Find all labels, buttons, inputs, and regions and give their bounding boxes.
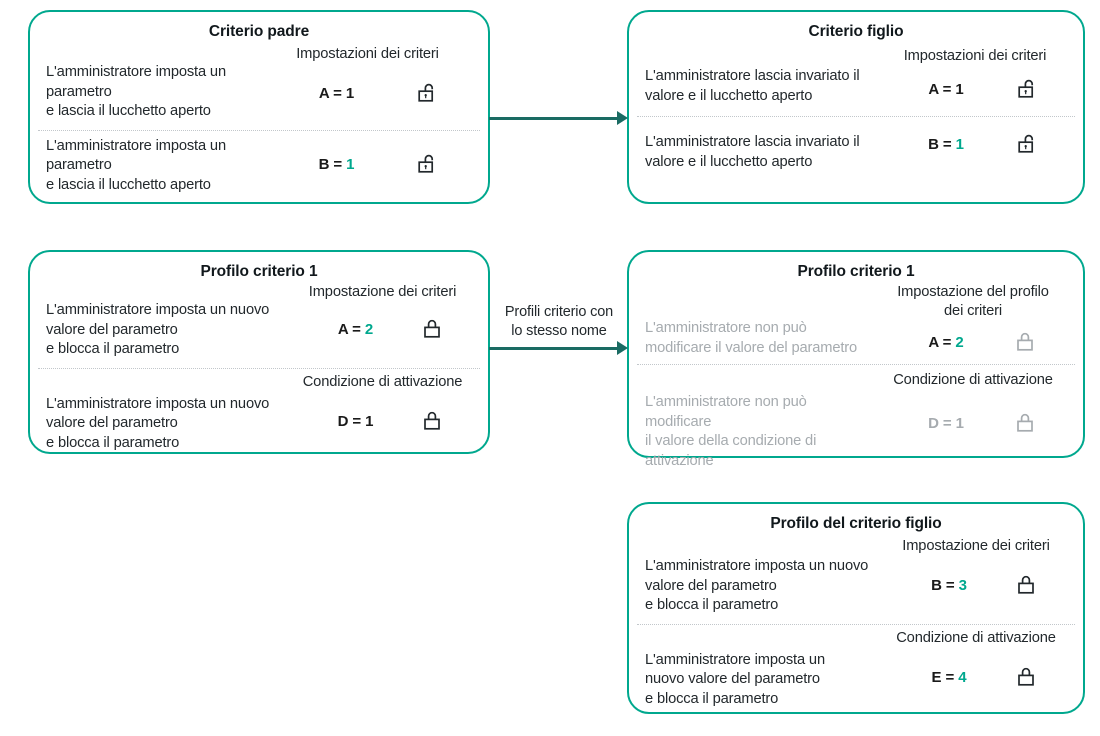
policy-row: L'amministratore non può modificare il v… bbox=[629, 283, 1083, 358]
value-column: B = 1 bbox=[881, 133, 1069, 156]
value-column: Impostazione del profilo dei criteri A =… bbox=[877, 283, 1069, 354]
policy-value: B = 1 bbox=[318, 155, 355, 173]
column-header: Condizione di attivazione bbox=[302, 373, 463, 390]
row-description: L'amministratore imposta un nuovo valore… bbox=[645, 651, 825, 707]
arrow-line bbox=[489, 347, 619, 350]
row-description: L'amministratore imposta un nuovo valore… bbox=[645, 558, 869, 614]
value-row: A = 2 bbox=[877, 331, 1069, 354]
policy-value: A = 2 bbox=[337, 321, 374, 339]
card-title: Profilo del criterio figlio bbox=[770, 515, 942, 532]
column-header: Condizione di attivazione bbox=[896, 629, 1056, 646]
arrow-parent-to-child bbox=[489, 111, 628, 126]
policy-value: A = 1 bbox=[928, 81, 964, 99]
card-profilo-criterio-1-right: Profilo criterio 1 L'amministratore non … bbox=[627, 250, 1085, 469]
policy-value: A = 1 bbox=[318, 85, 355, 103]
arrow-profile-same-name: Profili criterio con lo stesso nome bbox=[489, 304, 628, 356]
policy-value: D = 1 bbox=[337, 412, 374, 430]
card-rows: L'amministratore imposta un nuovo valore… bbox=[30, 283, 488, 453]
row-description: L'amministratore imposta un nuovo valore… bbox=[46, 302, 270, 358]
row-divider bbox=[637, 364, 1075, 366]
value-row: B = 1 bbox=[261, 153, 474, 176]
value-row: E = 4 bbox=[883, 666, 1069, 689]
value-row: A = 1 bbox=[261, 82, 474, 105]
policy-row: L'amministratore lascia invariato il val… bbox=[629, 47, 1083, 106]
locked-icon bbox=[1000, 331, 1054, 354]
card-title: Criterio figlio bbox=[808, 23, 904, 40]
column-header: Impostazioni dei criteri bbox=[296, 46, 439, 62]
value-row: B = 3 bbox=[883, 574, 1069, 597]
column-header: Condizione di attivazione bbox=[893, 372, 1053, 389]
value-column: Impostazioni dei criteri A = 1 bbox=[261, 45, 474, 105]
row-description: L'amministratore imposta un nuovo valore… bbox=[46, 395, 270, 451]
card-criterio-padre: Criterio padre L'amministratore imposta … bbox=[28, 10, 490, 204]
card-title: Criterio padre bbox=[208, 23, 310, 40]
row-description: L'amministratore non può modificare il v… bbox=[645, 394, 817, 469]
card-criterio-figlio: Criterio figlio L'amministratore lascia … bbox=[627, 10, 1085, 204]
row-description: L'amministratore lascia invariato il val… bbox=[645, 68, 860, 104]
policy-row: L'amministratore imposta un parametro e … bbox=[30, 137, 488, 196]
arrow-head bbox=[617, 111, 628, 126]
unlocked-icon bbox=[397, 153, 459, 176]
card-rows: L'amministratore lascia invariato il val… bbox=[629, 47, 1083, 172]
policy-row: L'amministratore non può modificare il v… bbox=[629, 371, 1083, 471]
card-title: Profilo criterio 1 bbox=[797, 263, 915, 280]
value-column: Condizione di attivazione D = 1 bbox=[291, 373, 474, 433]
value-row: A = 2 bbox=[291, 318, 474, 341]
policy-value: B = 1 bbox=[928, 136, 964, 154]
unlocked-icon bbox=[397, 82, 459, 105]
value-column: Impostazione dei criteri B = 3 bbox=[883, 537, 1069, 597]
column-header: Impostazione dei criteri bbox=[308, 284, 457, 300]
policy-value: A = 2 bbox=[928, 334, 964, 352]
value-column: Condizione di attivazione E = 4 bbox=[883, 629, 1069, 689]
policy-row: L'amministratore imposta un nuovo valore… bbox=[30, 373, 488, 454]
row-description: L'amministratore imposta un parametro e … bbox=[46, 64, 226, 120]
locked-icon bbox=[1001, 574, 1055, 597]
policy-row: L'amministratore imposta un nuovo valore… bbox=[629, 629, 1083, 710]
column-header: Impostazione dei criteri bbox=[902, 538, 1050, 554]
card-rows: L'amministratore imposta un parametro e … bbox=[30, 45, 488, 195]
policy-value: D = 1 bbox=[928, 415, 964, 433]
row-description: L'amministratore non può modificare il v… bbox=[645, 320, 858, 356]
row-divider bbox=[38, 129, 480, 131]
row-divider bbox=[637, 623, 1075, 625]
card-profilo-criterio-figlio: Profilo del criterio figlio L'amministra… bbox=[627, 502, 1085, 714]
locked-icon bbox=[1000, 412, 1054, 435]
value-row: A = 1 bbox=[881, 78, 1069, 101]
value-row: D = 1 bbox=[291, 410, 474, 433]
arrow-label: Profili criterio con lo stesso nome bbox=[504, 304, 614, 340]
row-divider bbox=[637, 116, 1075, 118]
value-column: Impostazioni dei criteri A = 1 bbox=[881, 47, 1069, 101]
policy-row: L'amministratore imposta un nuovo valore… bbox=[30, 283, 488, 360]
locked-icon bbox=[1001, 666, 1055, 689]
unlocked-icon bbox=[999, 133, 1057, 156]
unlocked-icon bbox=[999, 78, 1057, 101]
value-row: B = 1 bbox=[881, 133, 1069, 156]
value-column: Condizione di attivazione D = 1 bbox=[877, 371, 1069, 435]
locked-icon bbox=[407, 318, 461, 341]
locked-icon bbox=[407, 410, 461, 433]
policy-value: B = 3 bbox=[931, 577, 967, 595]
row-description: L'amministratore imposta un parametro e … bbox=[46, 137, 226, 193]
row-description: L'amministratore lascia invariato il val… bbox=[645, 134, 860, 170]
card-rows: L'amministratore imposta un nuovo valore… bbox=[629, 537, 1083, 709]
arrow-line bbox=[489, 117, 619, 120]
policy-row: L'amministratore imposta un parametro e … bbox=[30, 45, 488, 122]
row-divider bbox=[38, 367, 480, 369]
column-header: Impostazioni dei criteri bbox=[903, 48, 1047, 64]
policy-row: L'amministratore imposta un nuovo valore… bbox=[629, 537, 1083, 616]
policy-value: E = 4 bbox=[931, 668, 967, 686]
card-profilo-criterio-1-left: Profilo criterio 1 L'amministratore impo… bbox=[28, 250, 490, 454]
card-rows: L'amministratore non può modificare il v… bbox=[629, 283, 1083, 471]
value-row: D = 1 bbox=[877, 412, 1069, 435]
arrow-head bbox=[617, 341, 628, 356]
value-column: Impostazione dei criteri A = 2 bbox=[291, 283, 474, 341]
policy-row: L'amministratore lascia invariato il val… bbox=[629, 133, 1083, 172]
value-column: B = 1 bbox=[261, 137, 474, 176]
card-title: Profilo criterio 1 bbox=[200, 263, 318, 280]
column-header: Impostazione del profilo dei criteri bbox=[897, 284, 1049, 320]
